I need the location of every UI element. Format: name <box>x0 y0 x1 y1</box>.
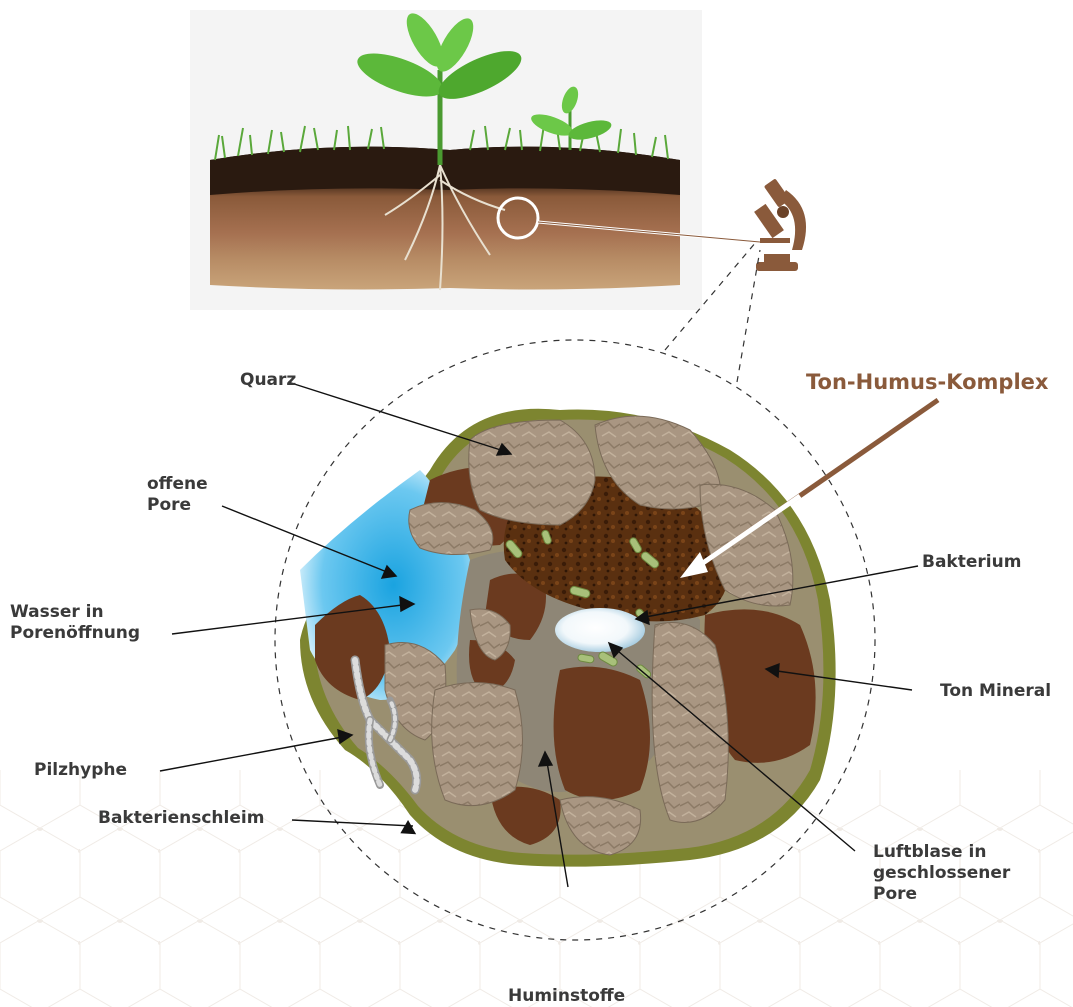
plant-soil-image <box>190 8 760 310</box>
clay-mineral <box>554 667 650 800</box>
label-ton-mineral: Ton Mineral <box>940 681 1051 702</box>
label-luftblase: Luftblase in geschlossener Pore <box>873 842 1010 905</box>
label-bakterium: Bakterium <box>922 552 1021 573</box>
microscope-icon <box>754 178 806 271</box>
label-offene-pore: offene Pore <box>147 474 208 516</box>
label-pilzhyphe: Pilzhyphe <box>34 760 127 781</box>
air-bubble <box>555 608 645 652</box>
label-quarz: Quarz <box>240 370 296 391</box>
quartz-rock <box>469 420 595 525</box>
label-ton-humus-komplex: Ton-Humus-Komplex <box>806 370 1048 394</box>
label-huminstoffe: Huminstoffe <box>508 986 625 1007</box>
label-bakterienschleim: Bakterienschleim <box>98 808 264 829</box>
label-wasser: Wasser in Porenöffnung <box>10 602 140 644</box>
